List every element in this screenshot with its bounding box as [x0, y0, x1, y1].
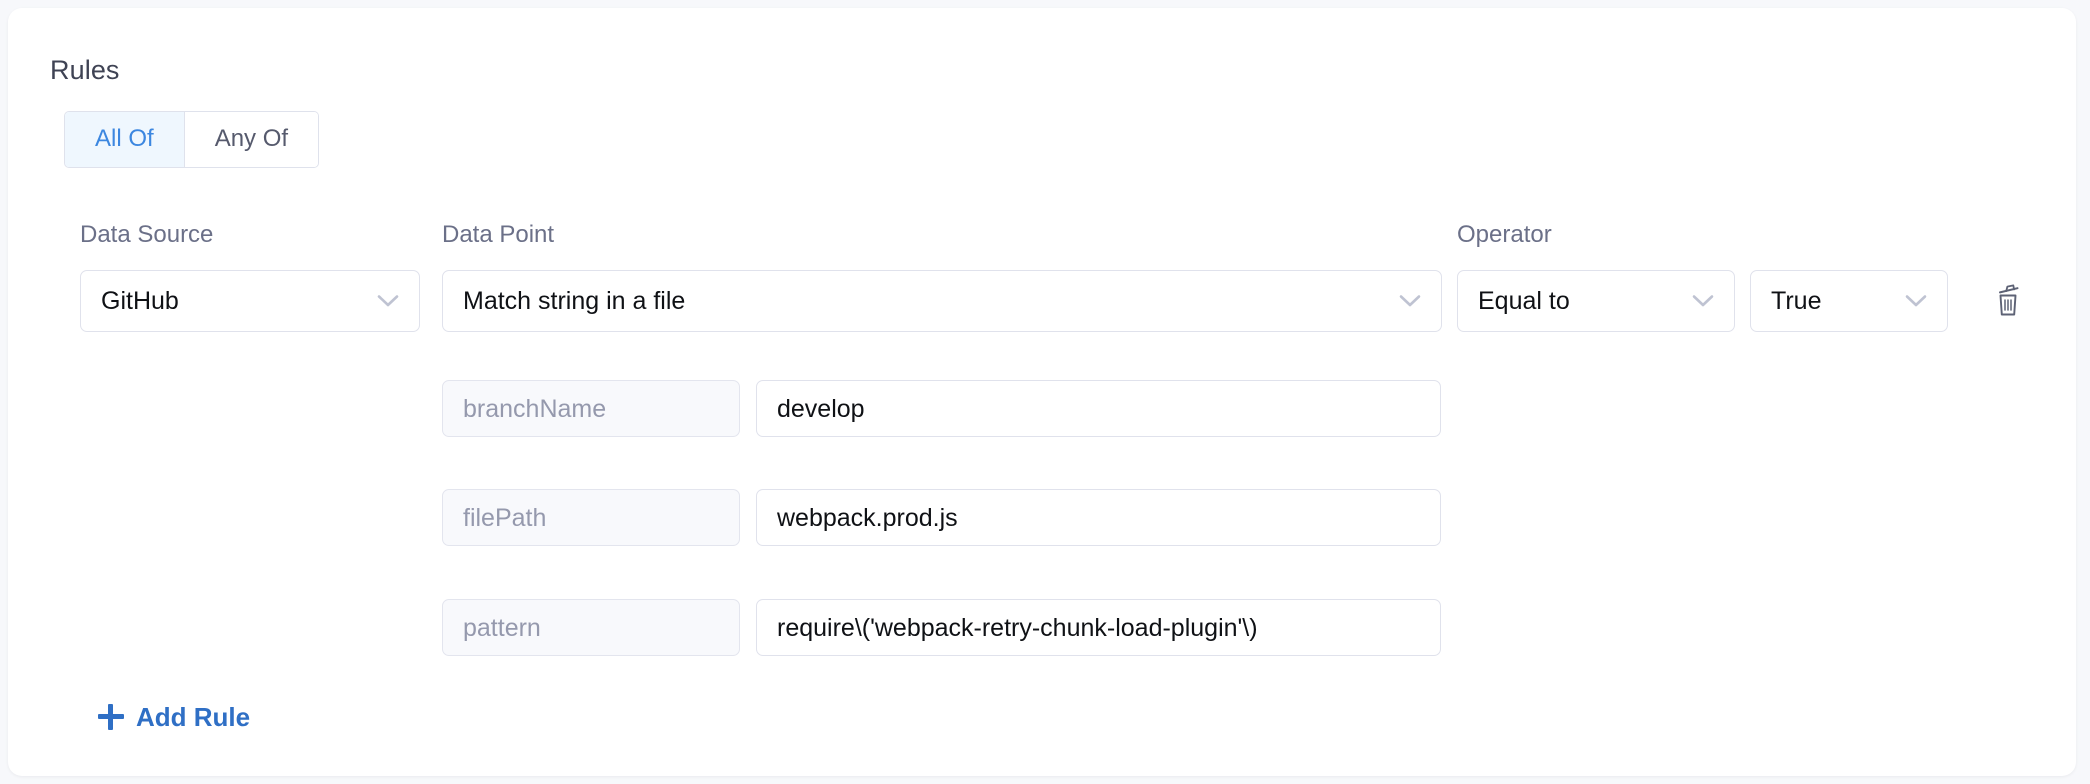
data-point-label: Data Point — [442, 221, 555, 248]
parameter-row: branchName develop — [8, 380, 2076, 437]
add-rule-label: Add Rule — [136, 702, 251, 732]
parameter-value-pattern[interactable]: require\('webpack-retry-chunk-load-plugi… — [756, 599, 1441, 656]
plus-icon — [98, 704, 124, 730]
operand-select[interactable]: True — [1750, 270, 1948, 332]
parameter-value-filepath[interactable]: webpack.prod.js — [756, 489, 1441, 546]
data-source-select[interactable]: GitHub — [80, 270, 420, 332]
delete-rule-button[interactable] — [1983, 270, 2033, 332]
operand-value: True — [1771, 287, 1822, 315]
rule-row: Data Source Data Point Operator GitHub M… — [8, 8, 2076, 776]
chevron-down-icon — [1686, 294, 1720, 308]
operator-value: Equal to — [1478, 287, 1570, 315]
parameter-row: filePath webpack.prod.js — [8, 489, 2076, 546]
rules-card: Rules All Of Any Of Data Source Data Poi… — [8, 8, 2076, 776]
data-point-value: Match string in a file — [463, 287, 686, 315]
operator-label: Operator — [1457, 221, 1552, 248]
parameter-row: pattern require\('webpack-retry-chunk-lo… — [8, 599, 2076, 656]
add-rule-button[interactable]: Add Rule — [98, 702, 250, 732]
toggle-option-all-of[interactable]: All Of — [65, 112, 184, 167]
parameter-key-pattern: pattern — [442, 599, 740, 656]
parameter-value-branchname[interactable]: develop — [756, 380, 1441, 437]
chevron-down-icon — [1393, 294, 1427, 308]
data-source-label: Data Source — [80, 221, 214, 248]
toggle-option-any-of[interactable]: Any Of — [183, 112, 319, 167]
chevron-down-icon — [371, 294, 405, 308]
trash-icon — [1991, 283, 2025, 319]
match-type-toggle[interactable]: All Of Any Of — [64, 111, 320, 168]
data-source-value: GitHub — [101, 287, 179, 315]
data-point-select[interactable]: Match string in a file — [442, 270, 1442, 332]
parameter-key-filepath: filePath — [442, 489, 740, 546]
operator-select[interactable]: Equal to — [1457, 270, 1735, 332]
chevron-down-icon — [1899, 294, 1933, 308]
page-title: Rules — [50, 55, 120, 85]
parameter-key-branchname: branchName — [442, 380, 740, 437]
